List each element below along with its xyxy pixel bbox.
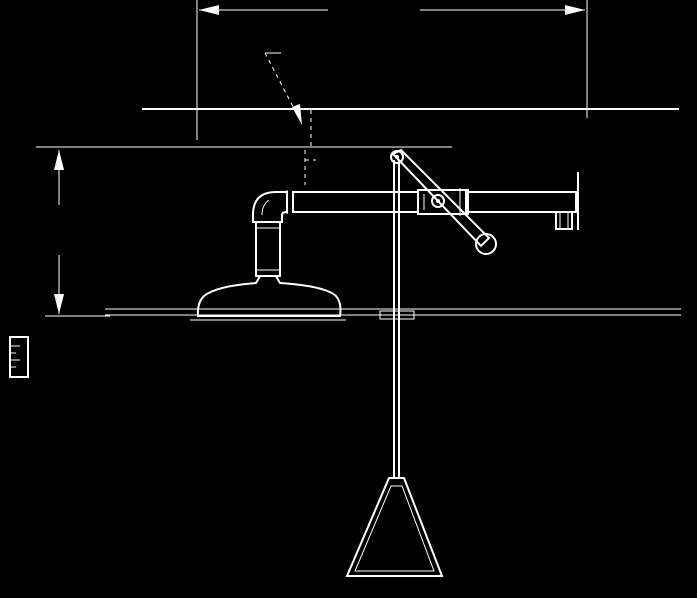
leader-arrow [264, 52, 302, 125]
pull-rod [379, 160, 415, 478]
scale-ruler-icon [9, 336, 29, 378]
shower-head [196, 275, 342, 317]
wall-flange [555, 172, 579, 230]
supply-pipe [286, 188, 577, 216]
left-dimension [45, 150, 110, 317]
pipe-elbow [252, 191, 288, 223]
lever-arm [390, 148, 497, 255]
drop-pipe [255, 221, 281, 277]
pull-handle-triangle [345, 477, 444, 577]
hidden-line [304, 110, 316, 185]
top-dimension [196, 0, 588, 140]
